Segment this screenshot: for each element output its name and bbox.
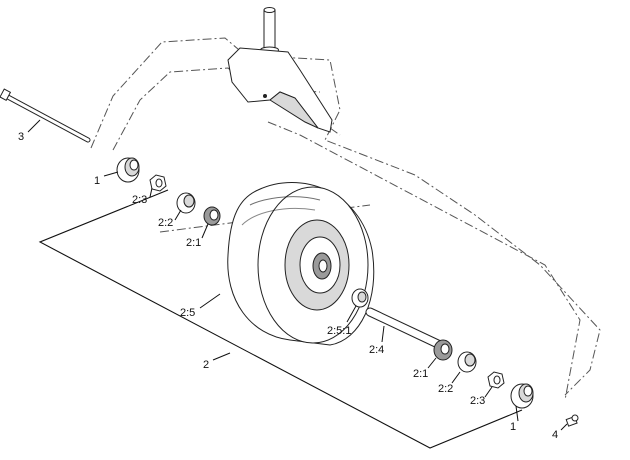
bearing-left — [203, 206, 221, 226]
spacer-right — [510, 383, 534, 409]
callout-2-5: 2:5 — [180, 307, 195, 319]
callout-2-2-right: 2:2 — [438, 383, 453, 395]
callout-4: 4 — [552, 429, 558, 441]
spacer-left — [116, 157, 140, 183]
callout-2: 2 — [203, 359, 209, 371]
lock-nut-right — [487, 371, 505, 389]
fork-stem-top — [263, 7, 276, 13]
fork-stem — [263, 9, 276, 51]
seal-left — [176, 192, 196, 214]
callout-1-left: 1 — [94, 175, 100, 187]
wheel-axle — [365, 307, 445, 350]
assembly-bracket — [38, 189, 523, 449]
caster-fork — [227, 7, 333, 133]
wheel-bolt — [0, 88, 91, 143]
tire-wheel — [227, 182, 375, 346]
callout-2-3-right: 2:3 — [470, 395, 485, 407]
callout-2-4: 2:4 — [369, 344, 384, 356]
callout-labels: 3 1 2:3 2:2 2:1 2:5 2 2:5:1 2:4 2:1 2:2 … — [18, 131, 558, 441]
bearing-tube — [351, 288, 369, 308]
callout-2-1-right: 2:1 — [413, 368, 428, 380]
callout-3: 3 — [18, 131, 24, 143]
callout-1-right: 1 — [510, 421, 516, 433]
callout-2-2-left: 2:2 — [158, 217, 173, 229]
seal-right — [457, 351, 477, 373]
fork-body — [227, 47, 333, 133]
callout-2-1-left: 2:1 — [186, 237, 201, 249]
leader-lines — [27, 119, 568, 431]
bolt-head — [0, 88, 12, 101]
grease-fitting — [565, 414, 579, 427]
fork-leg-shade — [269, 91, 319, 129]
callout-2-3-left: 2:3 — [132, 194, 147, 206]
lock-nut-left — [149, 174, 167, 192]
fork-hole — [263, 94, 267, 98]
callout-2-5-1: 2:5:1 — [327, 325, 351, 337]
bearing-right — [433, 339, 453, 361]
